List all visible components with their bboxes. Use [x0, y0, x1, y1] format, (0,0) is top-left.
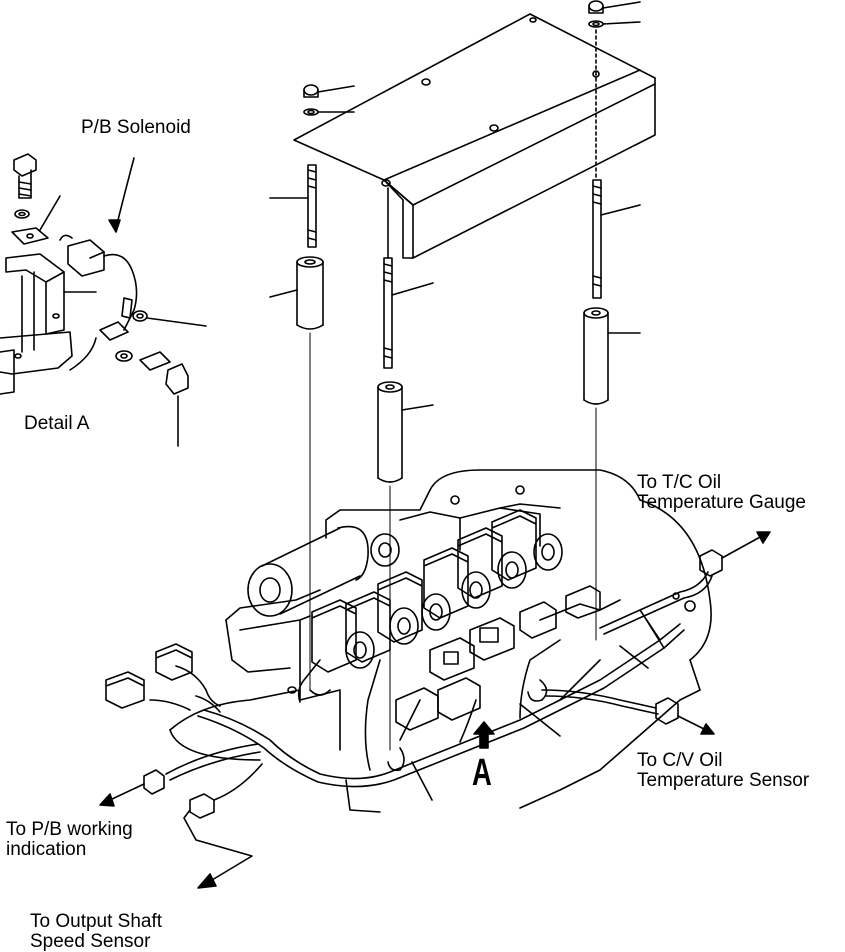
pb-working-label-line1: To P/B working: [6, 819, 133, 840]
tc-oil-label-line1: To T/C Oil: [637, 472, 722, 493]
nut-washer-left: [303, 84, 355, 116]
solenoid-valves: [311, 509, 601, 731]
pb-solenoid-label: P/B Solenoid: [81, 117, 191, 138]
connectors: [105, 549, 723, 819]
output-shaft-label-line2: Speed Sensor: [30, 931, 151, 952]
detail-a-label: Detail A: [24, 413, 90, 434]
cover-plate: [293, 13, 656, 259]
output-shaft-label-line1: To Output Shaft: [30, 911, 163, 932]
stud-left: [269, 164, 317, 248]
stud-center: [383, 187, 434, 369]
pb-solenoid-pointer: [108, 157, 135, 233]
view-a-marker: A: [472, 752, 492, 794]
valve-body-housing: [169, 469, 712, 813]
stud-right: [592, 179, 641, 299]
spacer-left: [269, 256, 324, 691]
wiring-harness: [149, 571, 713, 801]
detail-a-drawing: [0, 153, 207, 447]
routing-arrows: [99, 531, 771, 889]
view-arrow-a: [473, 721, 495, 749]
pb-working-label-line2: indication: [6, 839, 87, 860]
cv-oil-label-line2: Temperature Sensor: [637, 770, 810, 791]
spacer-right: [583, 307, 641, 641]
nut-washer-right: [588, 0, 641, 179]
cv-oil-label-line1: To C/V Oil: [637, 750, 723, 771]
tc-oil-label-line2: Temperature Gauge: [637, 492, 806, 513]
